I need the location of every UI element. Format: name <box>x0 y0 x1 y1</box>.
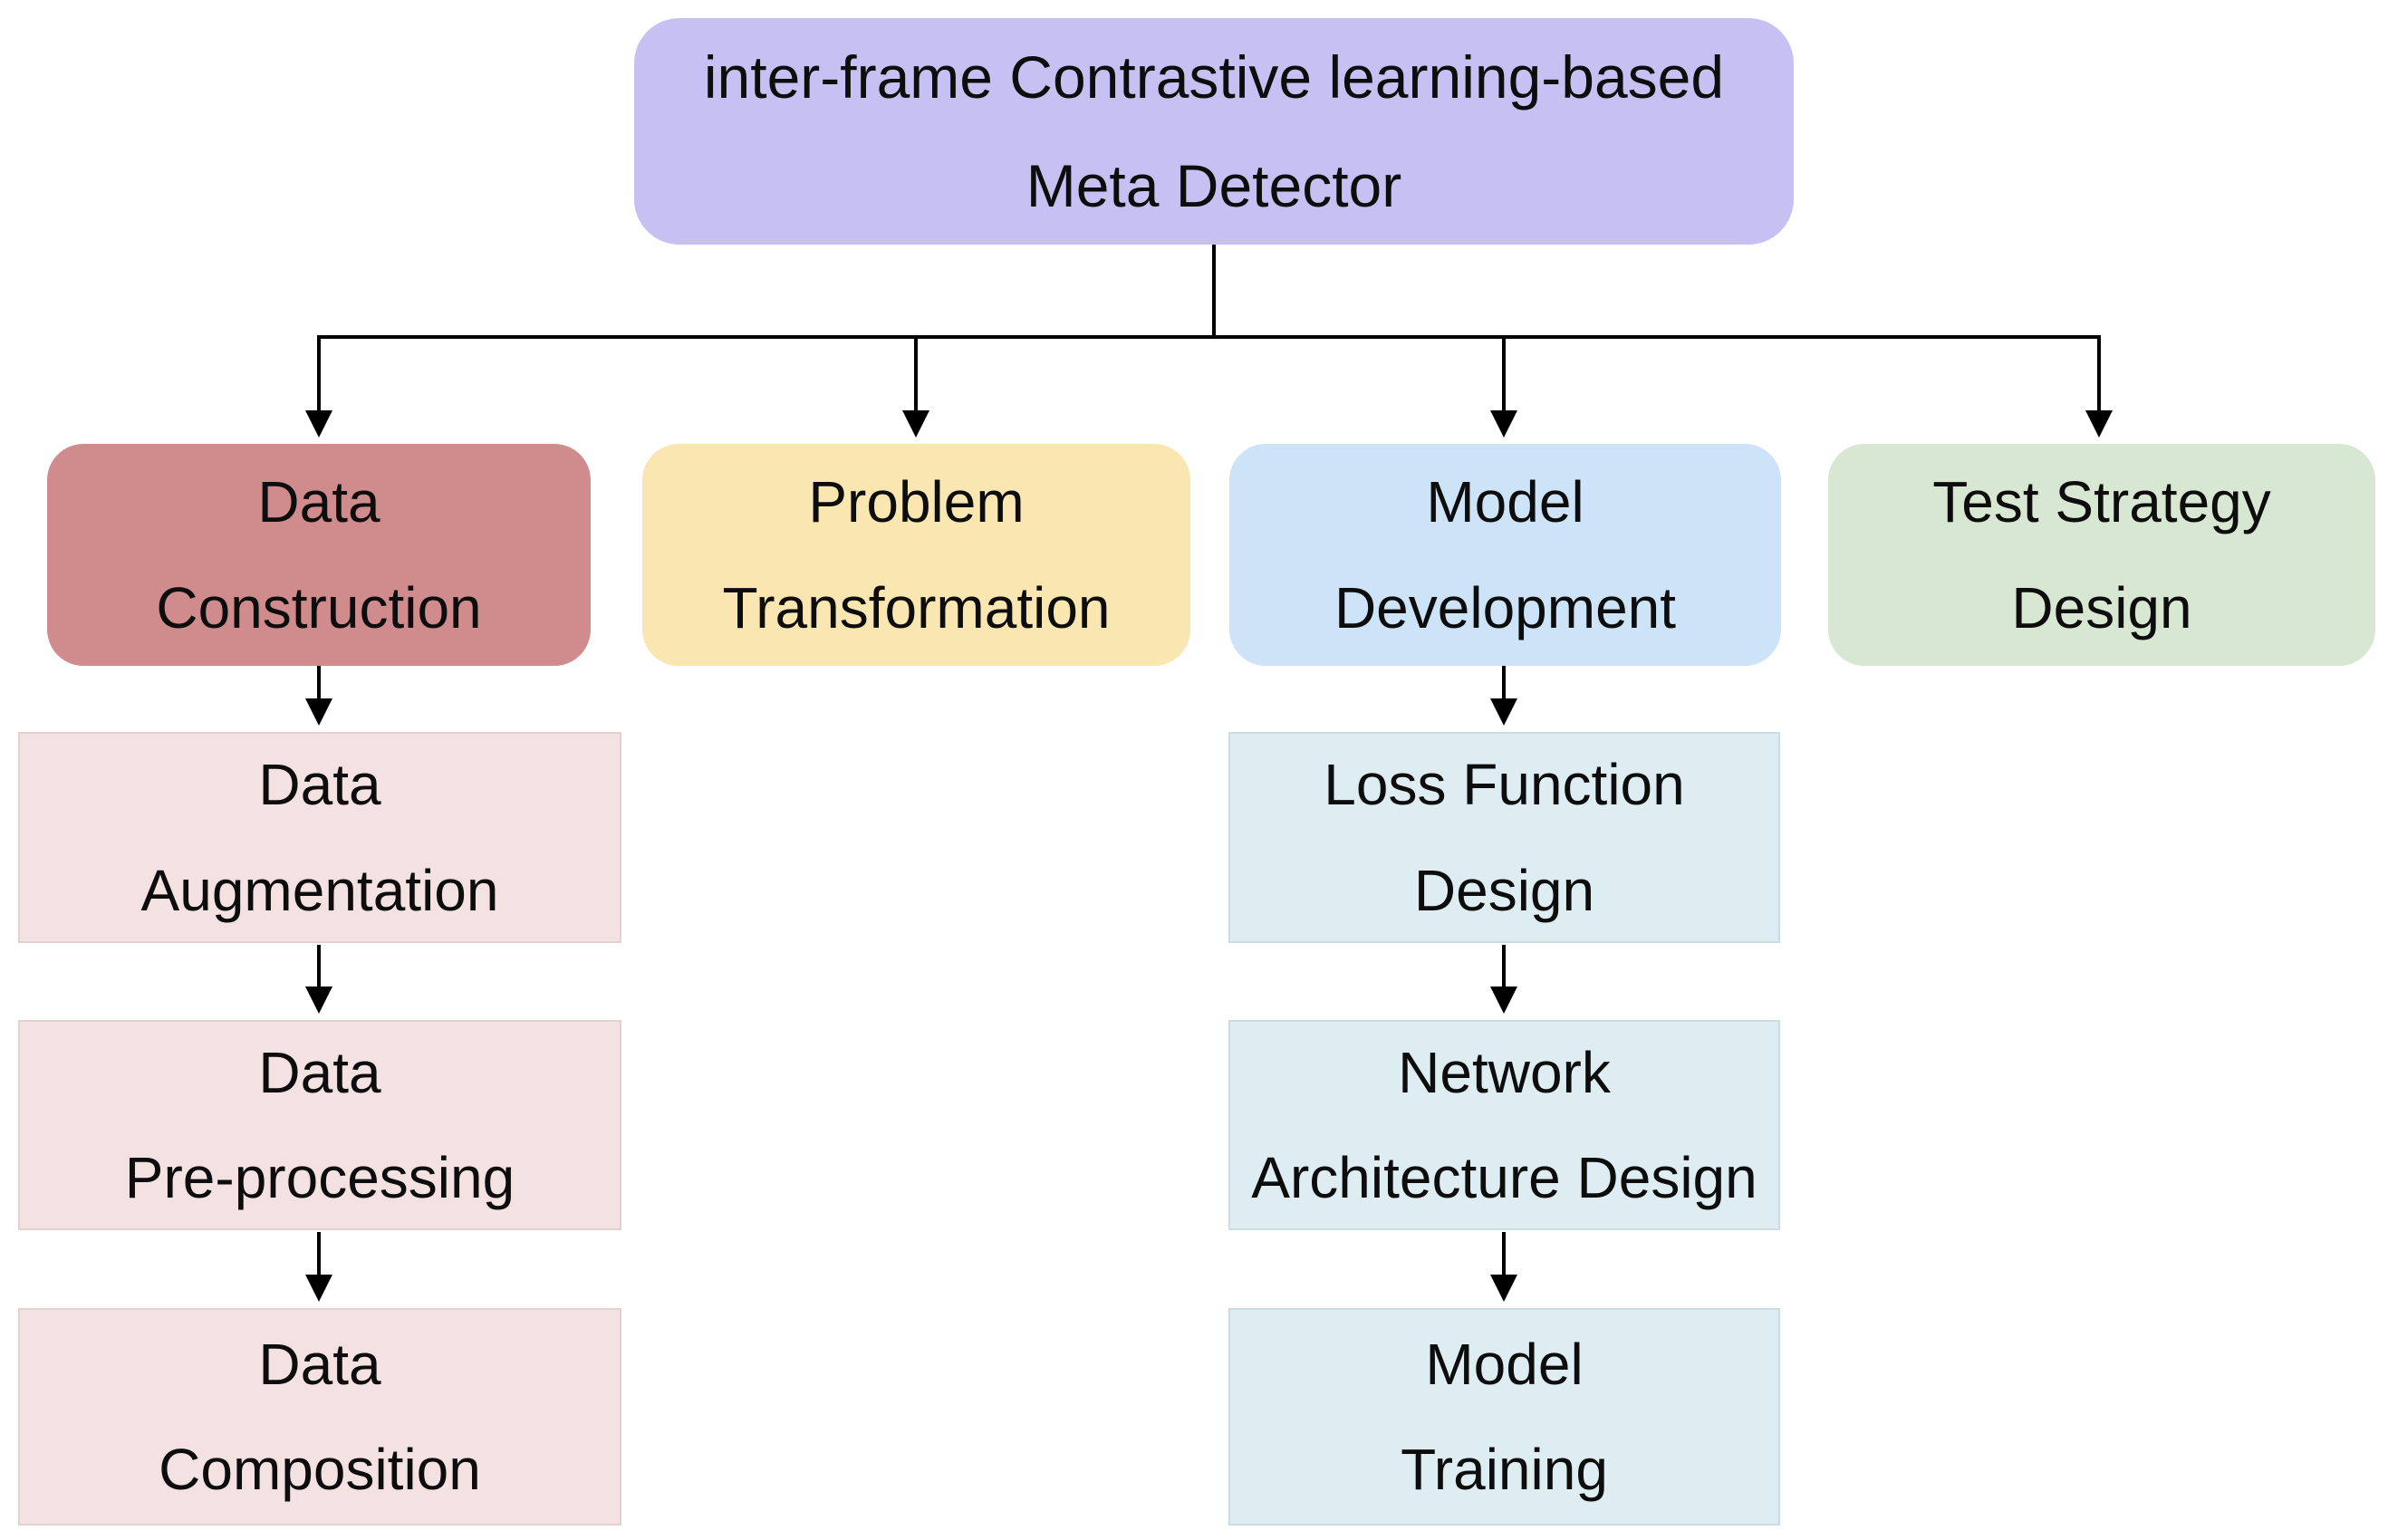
branch-test-strategy-design: Test Strategy Design <box>1828 444 2375 666</box>
root-node-meta-detector: inter-frame Contrastive learning-based M… <box>634 18 1794 245</box>
branch-problem-transformation: Problem Transformation <box>642 444 1190 666</box>
step-data-pre-processing: Data Pre-processing <box>18 1020 621 1230</box>
step-data-composition: Data Composition <box>18 1308 621 1526</box>
branch-data-construction: Data Construction <box>47 444 591 666</box>
step-loss-function-design: Loss Function Design <box>1228 732 1780 943</box>
step-network-architecture-design: Network Architecture Design <box>1228 1020 1780 1230</box>
step-data-augmentation: Data Augmentation <box>18 732 621 943</box>
branch-model-development: Model Development <box>1229 444 1781 666</box>
step-model-training: Model Training <box>1228 1308 1780 1526</box>
